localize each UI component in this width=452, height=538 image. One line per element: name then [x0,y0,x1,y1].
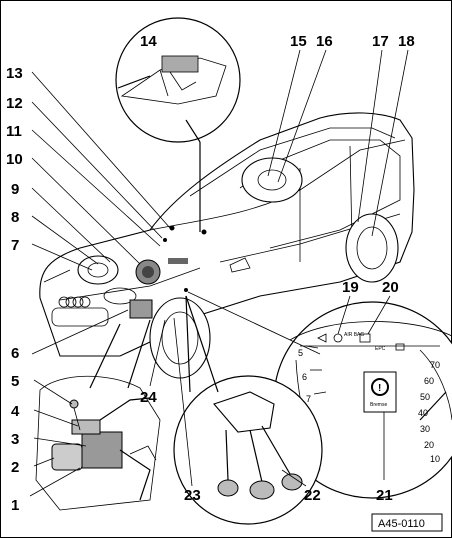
callout-1: 1 [11,497,19,514]
callout-7: 7 [11,237,19,254]
callout-14: 14 [140,33,157,50]
brake-warning-icon [371,378,389,396]
handbrake-inset [115,17,241,232]
callout-24: 24 [140,389,157,406]
callout-11: 11 [6,123,22,140]
callout-2: 2 [11,459,19,476]
audi-rings-logo [58,296,91,308]
callout-21: 21 [376,487,393,504]
callout-6: 6 [11,345,19,362]
callout-22: 22 [304,487,321,504]
callout-numbers: 1 2 3 4 5 6 7 8 9 10 11 12 13 14 15 16 1… [6,33,415,514]
callout-4: 4 [11,403,20,420]
figure-id-box: A45-0110 [371,513,443,532]
callout-17: 17 [372,33,389,50]
callout-8: 8 [11,209,19,226]
callout-23: 23 [184,487,201,504]
callout-20: 20 [382,279,399,296]
brake-unit-inset [35,319,161,511]
callout-12: 12 [6,95,23,112]
internal-components [77,157,303,319]
callout-3: 3 [11,431,19,448]
callout-19: 19 [342,279,359,296]
leader-lines [29,49,409,497]
tacho-gauge: 5 6 7 [298,345,327,404]
callout-16: 16 [316,33,333,50]
figure-id: A45-0110 [378,518,425,530]
rear-wheel [345,213,399,283]
speedo-mark: 10 [430,454,440,464]
epc-label: EPC [375,346,386,352]
front-wheel [149,297,211,379]
svg-text:!: ! [378,383,381,394]
airbag-label: AIR BAG [344,332,364,338]
tacho-mark: 6 [302,372,307,382]
speedo-mark: 60 [424,376,434,386]
tacho-mark: 7 [306,394,311,404]
callout-15: 15 [290,33,307,50]
callout-13: 13 [6,65,23,82]
brake-warning-display: ! Bremse [363,371,397,413]
speedo-mark: 20 [424,440,434,450]
callout-10: 10 [6,151,23,168]
callout-9: 9 [11,181,19,198]
speedo-mark: 70 [430,360,440,370]
speedo-mark: 30 [420,424,430,434]
callout-18: 18 [398,33,415,50]
speedo-mark: 40 [418,408,428,418]
brake-label: Bremse [370,402,387,408]
callout-5: 5 [11,373,19,390]
speedo-mark: 50 [420,392,430,402]
engine-warning-icon [359,333,371,343]
battery-warning-icon [395,343,405,351]
tacho-mark: 5 [298,348,303,358]
pedal-inset [173,295,323,525]
car-illustration [39,112,415,379]
speedo-gauge: 70 60 50 40 30 20 10 [418,360,447,464]
